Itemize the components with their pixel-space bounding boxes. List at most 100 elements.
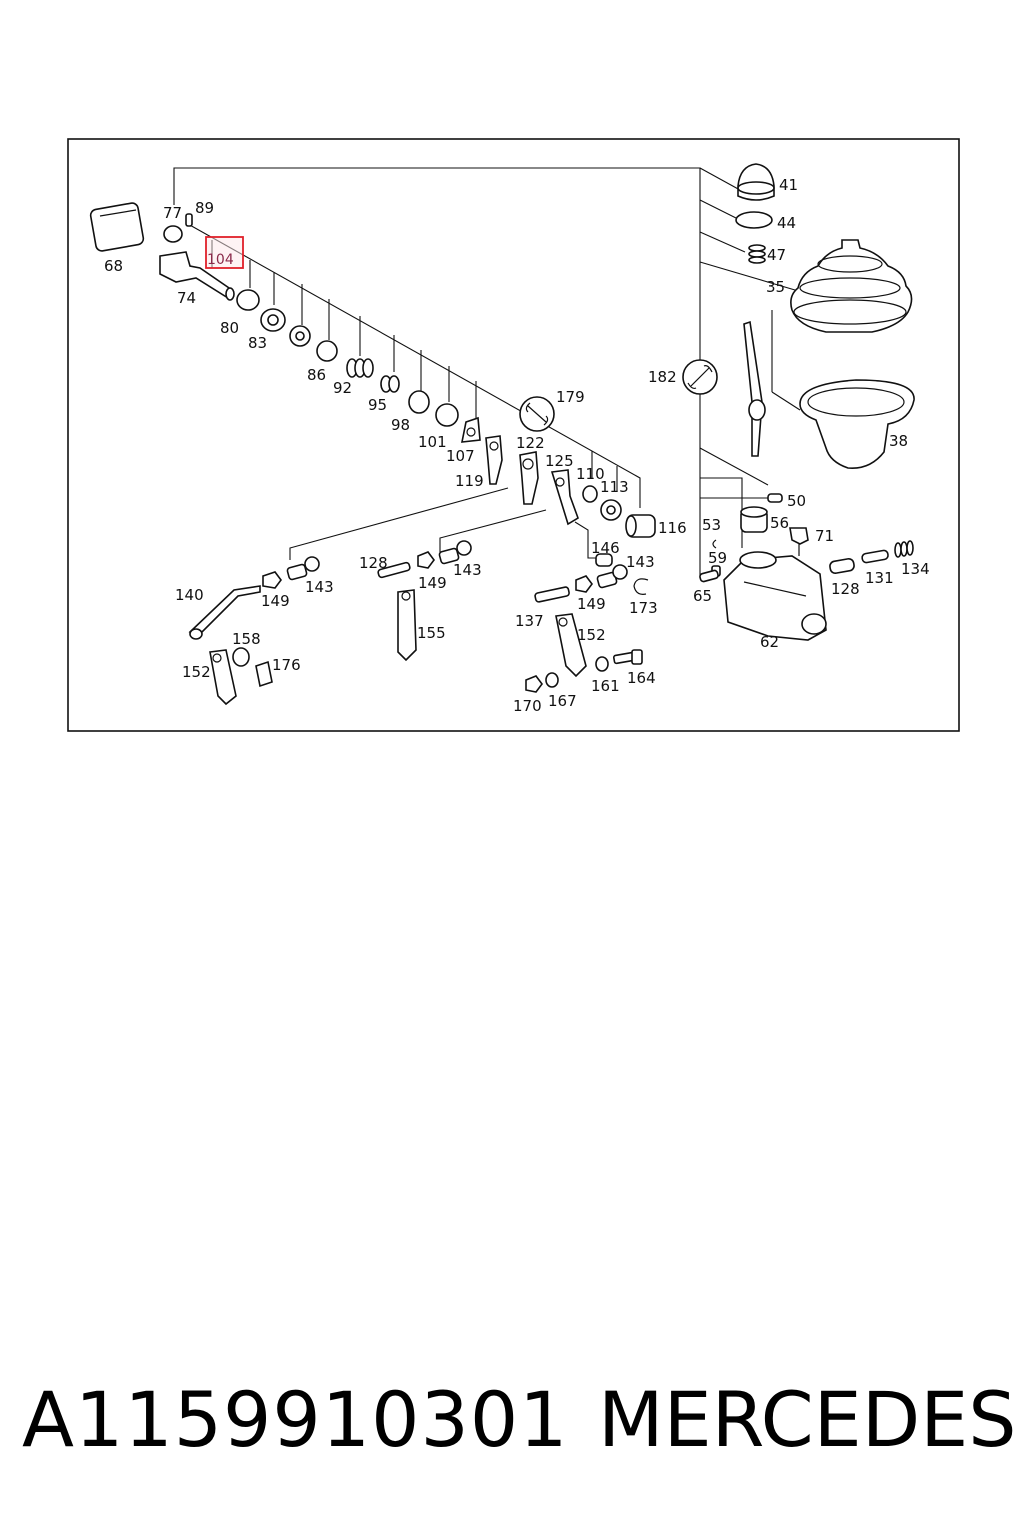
part-146-joint — [595, 553, 613, 567]
part-50-screw — [767, 493, 783, 503]
label-68: 68 — [104, 257, 123, 275]
label-62: 62 — [760, 633, 779, 651]
label-182: 182 — [648, 368, 677, 386]
label-41: 41 — [779, 176, 798, 194]
part-56-bushing — [740, 506, 768, 533]
part-95b-spring — [380, 375, 400, 393]
part-161-washer — [595, 656, 609, 672]
label-158: 158 — [232, 630, 261, 648]
part-38-gaiter — [799, 379, 915, 469]
part-128b-bushing — [829, 557, 855, 575]
part-71-bolt — [789, 527, 809, 556]
part-143a-joint — [286, 556, 320, 581]
label-122: 122 — [516, 434, 545, 452]
label-167: 167 — [548, 692, 577, 710]
footer: A1159910301 MERCEDES — [0, 1370, 1024, 1470]
label-104: 104 — [207, 252, 234, 268]
label-152-right: 152 — [577, 626, 606, 644]
label-176: 176 — [272, 656, 301, 674]
part-65-pin — [699, 569, 719, 583]
label-149-left: 149 — [261, 592, 290, 610]
label-110: 110 — [576, 465, 605, 483]
label-50: 50 — [787, 492, 806, 510]
label-131: 131 — [865, 569, 894, 587]
brand-name: MERCEDES — [598, 1375, 1017, 1464]
label-149-right: 149 — [577, 595, 606, 613]
label-89: 89 — [195, 199, 214, 217]
label-77: 77 — [163, 204, 182, 222]
label-119: 119 — [455, 472, 484, 490]
part-gear-lever — [743, 320, 766, 457]
part-68-cover — [89, 202, 145, 252]
label-56: 56 — [770, 514, 789, 532]
part-35-boot — [790, 239, 913, 333]
part-122-lever — [519, 451, 539, 505]
label-101: 101 — [418, 433, 447, 451]
part-164-bolt — [612, 649, 643, 665]
label-71: 71 — [815, 527, 834, 545]
label-38: 38 — [889, 432, 908, 450]
part-89-pin — [185, 213, 193, 227]
part-44-insert — [735, 211, 773, 229]
part-143c-joint — [596, 564, 628, 589]
part-74-shift-shaft — [159, 251, 235, 301]
part-137-bolt — [534, 586, 570, 603]
callout-labels: 41 44 47 35 38 182 68 77 89 74 80 83 86 … — [104, 176, 930, 715]
part-128a-bolt — [377, 561, 411, 579]
label-116: 116 — [658, 519, 687, 537]
label-35: 35 — [766, 278, 785, 296]
part-158-bush — [232, 647, 250, 667]
part-179-tool-symbol — [519, 396, 555, 432]
part-176-clip — [255, 660, 273, 688]
label-161: 161 — [591, 677, 620, 695]
part-167-washer — [545, 672, 559, 688]
label-170: 170 — [513, 697, 542, 715]
label-134: 134 — [901, 560, 930, 578]
part-170-nut — [525, 675, 543, 693]
part-119-lever — [485, 435, 503, 485]
label-83: 83 — [248, 334, 267, 352]
part-173-clip — [633, 578, 649, 595]
label-74: 74 — [177, 289, 196, 307]
part-110-washer — [582, 485, 598, 503]
part-107-plate — [461, 416, 481, 443]
part-116-bushing — [625, 514, 656, 538]
label-128-left: 128 — [359, 554, 388, 572]
part-92-ring — [316, 340, 338, 362]
label-86: 86 — [307, 366, 326, 384]
label-107: 107 — [446, 447, 475, 465]
part-149b-nut — [417, 551, 435, 569]
label-125: 125 — [545, 452, 574, 470]
part-149c-nut — [575, 575, 593, 593]
part-number: A1159910301 — [22, 1375, 569, 1464]
label-113: 113 — [600, 478, 629, 496]
label-47: 47 — [767, 246, 786, 264]
label-80: 80 — [220, 319, 239, 337]
highlight-box-104 — [205, 236, 244, 269]
part-152b-lever — [555, 613, 587, 678]
part-182-tool-symbol — [682, 359, 718, 395]
part-155-lever — [397, 589, 417, 662]
label-164: 164 — [627, 669, 656, 687]
part-47-spring — [748, 244, 766, 264]
label-44: 44 — [777, 214, 796, 232]
part-77-bushing — [163, 225, 183, 243]
label-143-middle: 143 — [453, 561, 482, 579]
part-62-housing — [723, 551, 827, 641]
label-98: 98 — [391, 416, 410, 434]
part-53-clip — [712, 539, 717, 549]
part-140-rod — [188, 585, 261, 640]
part-152a-lever — [209, 649, 237, 706]
part-113-washer — [600, 499, 622, 521]
part-125-lever — [550, 469, 579, 526]
label-137: 137 — [515, 612, 544, 630]
part-134-spring — [894, 540, 914, 558]
part-149a-nut — [262, 571, 282, 589]
part-83-bush — [260, 308, 286, 332]
part-143b-joint — [438, 540, 472, 565]
label-179: 179 — [556, 388, 585, 406]
label-59: 59 — [708, 549, 727, 567]
diagram-frame — [67, 138, 960, 732]
part-95-spring — [346, 358, 374, 378]
part-80-circlip — [236, 289, 260, 311]
